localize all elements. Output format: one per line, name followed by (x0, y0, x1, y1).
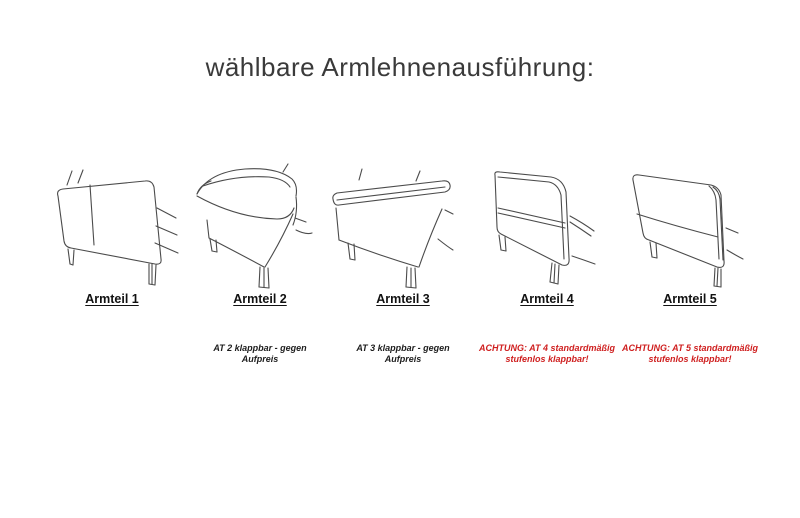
note-line-1: ACHTUNG: AT 4 standardmäßig (478, 343, 615, 353)
note-line-2: stufenlos klappbar! (505, 354, 589, 364)
armteil-1-drawing (57, 169, 179, 286)
option-label-armteil-2: Armteil 2 (233, 292, 287, 306)
option-note-armteil-3: AT 3 klappbar - gegen Aufpreis (328, 343, 478, 365)
note-line-2: Aufpreis (241, 354, 279, 364)
note-line-1: ACHTUNG: AT 5 standardmäßig (621, 343, 758, 353)
armteil-4-drawing (494, 171, 596, 285)
note-line-2: stufenlos klappbar! (648, 354, 732, 364)
sofa-hint-lines (437, 209, 454, 251)
sofa-hint-lines (294, 217, 313, 235)
armrest-roll (196, 163, 298, 226)
note-line-2: Aufpreis (384, 354, 422, 364)
option-note-armteil-2: AT 2 klappbar - gegen Aufpreis (185, 343, 335, 365)
armrest-legs (347, 242, 417, 289)
option-note-armteil-1 (37, 343, 187, 365)
option-note-armteil-4: ACHTUNG: AT 4 standardmäßig stufenlos kl… (472, 343, 622, 365)
sofa-hint-lines (569, 215, 596, 265)
option-label-armteil-4: Armteil 4 (520, 292, 574, 306)
armrest-panel (632, 174, 725, 268)
armrest-board (332, 168, 451, 206)
option-armteil-3: Armteil 3 AT 3 klappbar - gegen Aufpreis (328, 158, 478, 365)
option-armteil-4: Armteil 4 ACHTUNG: AT 4 standardmäßig st… (472, 158, 622, 365)
sofa-hint-lines (154, 207, 179, 254)
armrest-body (335, 207, 443, 268)
option-label-armteil-1: Armteil 1 (85, 292, 139, 306)
note-line-1: AT 3 klappbar - gegen (356, 343, 450, 353)
note-line-1: AT 2 klappbar - gegen (213, 343, 307, 353)
armrest-legs (209, 238, 270, 289)
page-title: wählbare Armlehnenausführung: (205, 52, 595, 82)
option-armteil-2: Armteil 2 AT 2 klappbar - gegen Aufpreis (185, 158, 335, 365)
option-armteil-1: Armteil 1 (37, 158, 187, 365)
option-label-armteil-3: Armteil 3 (376, 292, 430, 306)
option-note-armteil-5: ACHTUNG: AT 5 standardmäßig stufenlos kl… (615, 343, 765, 365)
armteil-5-drawing (632, 174, 744, 288)
sofa-hint-lines (725, 227, 744, 260)
armrest-legs (649, 241, 722, 288)
armrest-panel (57, 169, 162, 265)
armrest-panel (494, 171, 570, 266)
armrest-legs (498, 234, 560, 285)
option-armteil-5: Armteil 5 ACHTUNG: AT 5 standardmäßig st… (615, 158, 765, 365)
armteil-3-drawing (332, 168, 454, 289)
armrest-legs (67, 248, 157, 286)
armteil-2-drawing (196, 163, 313, 289)
option-label-armteil-5: Armteil 5 (663, 292, 717, 306)
armrest-body (206, 213, 294, 268)
